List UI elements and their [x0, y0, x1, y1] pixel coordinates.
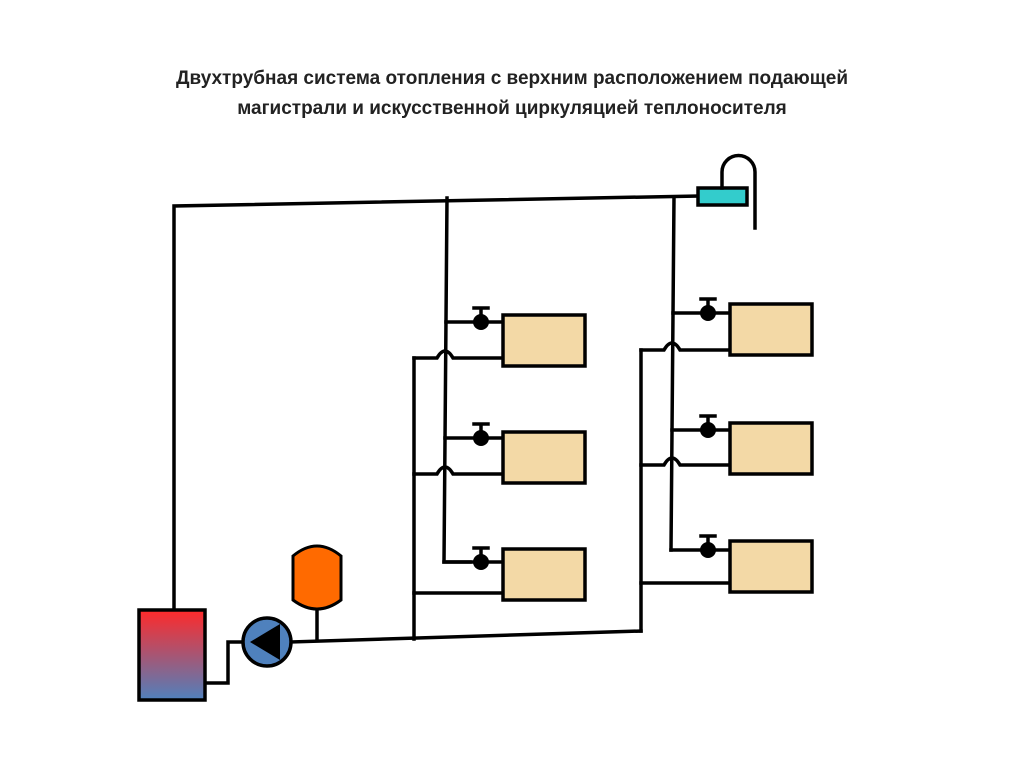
- valve-icon: [472, 546, 490, 570]
- valve-icon: [699, 534, 717, 558]
- radiator: [728, 539, 814, 594]
- radiator: [501, 547, 587, 602]
- valve-icon: [472, 422, 490, 446]
- radiator: [501, 313, 587, 368]
- membrane-expansion-tank: [291, 544, 343, 611]
- return-branch: [639, 456, 732, 467]
- boiler: [137, 608, 207, 702]
- supply-main-pipe: [172, 194, 700, 612]
- open-expansion-tank: [696, 186, 749, 207]
- left-supply-riser: [442, 196, 472, 564]
- boiler-to-pump-pipe: [203, 640, 245, 685]
- right-supply-riser: [669, 195, 676, 552]
- diagram-title-line-2: магистрали и искусственной циркуляцией т…: [237, 98, 787, 119]
- return-branch: [412, 465, 505, 476]
- radiator: [728, 302, 814, 357]
- diagram-title-line-1: Двухтрубная система отопления с верхним …: [175, 68, 849, 89]
- valve-icon: [699, 297, 717, 321]
- radiator: [728, 421, 814, 476]
- return-main-pipe: [289, 629, 643, 644]
- valve-icon: [472, 306, 490, 330]
- radiator: [501, 430, 587, 485]
- vent-pipe: [720, 153, 757, 230]
- return-branch: [412, 349, 505, 360]
- circulation-pump-icon: [241, 616, 293, 668]
- return-branch: [639, 341, 732, 352]
- valve-icon: [699, 414, 717, 438]
